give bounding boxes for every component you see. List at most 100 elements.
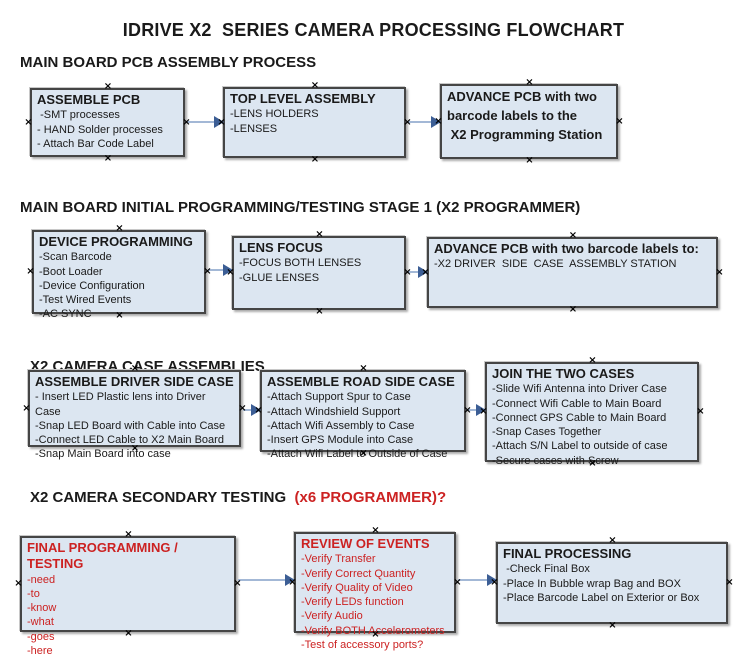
connection-handle-icon: [608, 536, 617, 545]
connection-handle-icon: [696, 407, 705, 416]
connection-handle-icon: [288, 578, 297, 587]
connection-handle-icon: [22, 404, 31, 413]
box-item: -Secure cases with Screw: [492, 454, 619, 467]
box-item: -SMT processes: [37, 109, 120, 122]
flow-box-assemble-road-side-case: ASSEMBLE ROAD SIDE CASE -Attach Support …: [260, 370, 466, 460]
connection-handle-icon: [725, 578, 734, 587]
connection-handle-icon: [115, 224, 124, 233]
connection-handle-icon: [124, 530, 133, 539]
section-heading-pcb-assembly: MAIN BOARD PCB ASSEMBLY PROCESS: [20, 54, 317, 71]
box-item: -goes: [27, 630, 55, 643]
box-item: -Connect Wifi Cable to Main Board: [492, 397, 662, 410]
section-heading-secondary-testing-red: (x6 PROGRAMMER)?: [290, 489, 447, 506]
box-item: -Attach S/N Label to outside of case: [492, 440, 668, 453]
arrow-line: [468, 409, 477, 411]
box-item: -LENSES: [230, 122, 278, 135]
box-item: -Connect GPS Cable to Main Board: [492, 411, 667, 424]
box-item: -Verify Audio: [301, 610, 363, 623]
connection-handle-icon: [315, 230, 324, 239]
box-title: ASSEMBLE DRIVER SIDE CASE: [35, 374, 234, 389]
connection-handle-icon: [238, 404, 247, 413]
box-item: -what: [27, 616, 54, 629]
box-item: -Check Final Box: [503, 563, 590, 576]
arrow-line: [408, 121, 432, 123]
flow-box-device-programming: DEVICE PROGRAMMING -Scan Barcode -Boot L…: [32, 230, 206, 320]
box-item: -Insert GPS Module into Case: [267, 434, 414, 447]
connection-handle-icon: [715, 268, 724, 277]
flow-box-assemble-driver-side-case: ASSEMBLE DRIVER SIDE CASE - Insert LED P…: [28, 370, 241, 460]
connection-handle-icon: [421, 268, 430, 277]
connection-handle-icon: [24, 118, 33, 127]
section-heading-secondary-testing-black: X2 CAMERA SECONDARY TESTING: [30, 489, 291, 506]
connection-handle-icon: [434, 117, 443, 126]
flow-box-final-processing: FINAL PROCESSING -Check Final Box -Place…: [496, 542, 728, 624]
arrow-line: [208, 269, 224, 271]
flow-box-final-programming-testing: FINAL PROGRAMMING / TESTING -need -to -k…: [20, 536, 236, 657]
box-item: -Attach Windshield Support: [267, 405, 401, 418]
connection-handle-icon: [226, 268, 235, 277]
connection-handle-icon: [490, 578, 499, 587]
box-title: FINAL PROCESSING: [503, 546, 632, 561]
box-item: -Attach Wifi Assembly to Case: [267, 419, 415, 432]
section-heading-initial-programming: MAIN BOARD INITIAL PROGRAMMING/TESTING S…: [20, 199, 581, 216]
box-item: -Verify Transfer: [301, 553, 376, 566]
box-item: -Verify Correct Quantity: [301, 567, 416, 580]
box-item: -Place In Bubble wrap Bag and BOX: [503, 577, 681, 590]
connection-handle-icon: [371, 630, 380, 639]
connection-handle-icon: [615, 117, 624, 126]
box-item: -Test of accessory ports?: [301, 639, 424, 652]
box-item: -X2 DRIVER SIDE CASE ASSEMBLY STATION: [434, 258, 677, 271]
box-item: -Verify BOTH Accelerometers: [301, 624, 445, 637]
box-item: -Snap Main Board into case: [35, 448, 171, 461]
connection-handle-icon: [124, 629, 133, 638]
box-item: -Test Wired Events: [39, 294, 132, 307]
flow-box-lens-focus: LENS FOCUS -FOCUS BOTH LENSES -GLUE LENS…: [232, 236, 406, 310]
arrow-line: [408, 271, 419, 273]
connection-handle-icon: [359, 364, 368, 373]
box-item: - Attach Bar Code Label: [37, 137, 154, 150]
connection-handle-icon: [233, 579, 242, 588]
connection-handle-icon: [104, 154, 113, 163]
connection-handle-icon: [588, 459, 597, 468]
connection-handle-icon: [453, 578, 462, 587]
connection-handle-icon: [479, 407, 488, 416]
box-item: -Snap Cases Together: [492, 426, 602, 439]
arrow-line: [238, 579, 286, 581]
connection-handle-icon: [359, 449, 368, 458]
arrow-line: [243, 409, 252, 411]
box-title: TOP LEVEL ASSEMBLY: [230, 91, 376, 106]
connection-handle-icon: [608, 621, 617, 630]
box-title: ASSEMBLE ROAD SIDE CASE: [267, 374, 455, 389]
box-item: -need: [27, 573, 56, 586]
box-item: -Scan Barcode: [39, 251, 112, 264]
page-title: IDRIVE X2 SERIES CAMERA PROCESSING FLOWC…: [122, 20, 625, 40]
connection-handle-icon: [131, 444, 140, 453]
connection-handle-icon: [104, 82, 113, 91]
box-item: -know: [27, 602, 57, 615]
box-title: ADVANCE PCB with two barcode labels to:: [434, 241, 699, 256]
connection-handle-icon: [115, 311, 124, 320]
connection-handle-icon: [525, 78, 534, 87]
section-heading-secondary-testing: X2 CAMERA SECONDARY TESTING (x6 PROGRAMM…: [30, 489, 446, 506]
box-item: -Attach Support Spur to Case: [267, 391, 411, 404]
connection-handle-icon: [254, 406, 263, 415]
connection-handle-icon: [14, 579, 23, 588]
flow-box-assemble-pcb: ASSEMBLE PCB -SMT processes - HAND Solde…: [30, 88, 185, 157]
box-item: - HAND Solder processes: [37, 123, 163, 136]
box-title: ADVANCE PCB with two barcode labels to t…: [447, 89, 603, 142]
box-item: - Insert LED Plastic lens into Driver Ca…: [35, 391, 209, 418]
connection-handle-icon: [403, 118, 412, 127]
connection-handle-icon: [569, 305, 578, 314]
box-title: ASSEMBLE PCB: [37, 92, 141, 107]
connection-handle-icon: [26, 267, 35, 276]
box-title: JOIN THE TWO CASES: [492, 366, 635, 381]
box-title: REVIEW OF EVENTS: [301, 536, 430, 551]
connection-handle-icon: [371, 526, 380, 535]
box-title: LENS FOCUS: [239, 240, 323, 255]
box-item: -to: [27, 587, 40, 600]
box-item: -Boot Loader: [39, 265, 103, 278]
box-item: -GLUE LENSES: [239, 271, 320, 284]
connection-handle-icon: [311, 155, 320, 164]
connection-handle-icon: [131, 364, 140, 373]
box-item: -Snap LED Board with Cable into Case: [35, 419, 226, 432]
